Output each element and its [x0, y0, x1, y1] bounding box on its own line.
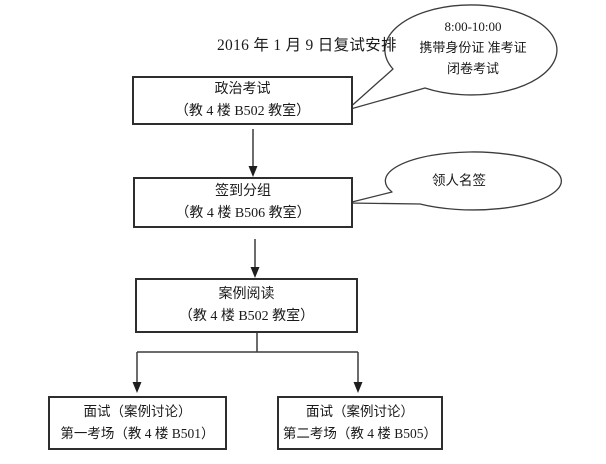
callout-exam-info-text: 8:00-10:00 携带身份证 准考证 闭卷考试	[388, 16, 558, 79]
flow-box-case-reading: 案例阅读 （教 4 楼 B502 教室）	[135, 278, 358, 333]
box-step-label: 政治考试	[214, 81, 271, 97]
flow-box-signin-grouping: 签到分组 （教 4 楼 B506 教室）	[133, 177, 353, 228]
box-step-label: 面试（案例讨论）	[83, 404, 192, 419]
flow-box-interview-room2: 面试（案例讨论） 第二考场（教 4 楼 B505）	[277, 396, 443, 450]
flow-box-politics-exam: 政治考试 （教 4 楼 B502 教室）	[132, 76, 353, 125]
callout-exam-info-bubble	[346, 4, 558, 111]
arrowhead-branch-left	[132, 382, 142, 393]
box-step-label: 签到分组	[215, 183, 271, 199]
box-room-label: （教 4 楼 B502 教室）	[178, 308, 315, 324]
callout-name-tag-bubble	[347, 151, 562, 211]
arrowhead-branch-right	[353, 382, 363, 393]
page-title: 2016 年 1 月 9 日复试安排	[217, 37, 397, 54]
box-room-label: （教 4 楼 B502 教室）	[174, 103, 311, 119]
arrowhead-politics-to-signin	[248, 166, 258, 177]
branch-connector	[136, 333, 359, 384]
box-step-label: 面试（案例讨论）	[306, 404, 414, 419]
box-room-label: 第一考场（教 4 楼 B501）	[60, 426, 215, 441]
callout-documents-label: 携带身份证 准考证	[419, 40, 527, 55]
callout-time-label: 8:00-10:00	[444, 19, 502, 34]
callout-closed-book-label: 闭卷考试	[446, 61, 499, 76]
box-step-label: 案例阅读	[218, 286, 275, 302]
box-room-label: （教 4 楼 B506 教室）	[175, 205, 311, 221]
callout-name-tag-text: 领人名签	[400, 170, 518, 191]
arrowhead-signin-to-case-reading	[250, 267, 260, 278]
callout-name-tag-label: 领人名签	[432, 173, 486, 188]
box-room-label: 第二考场（教 4 楼 B505）	[282, 426, 438, 441]
flow-box-interview-room1: 面试（案例讨论） 第一考场（教 4 楼 B501）	[48, 396, 227, 450]
